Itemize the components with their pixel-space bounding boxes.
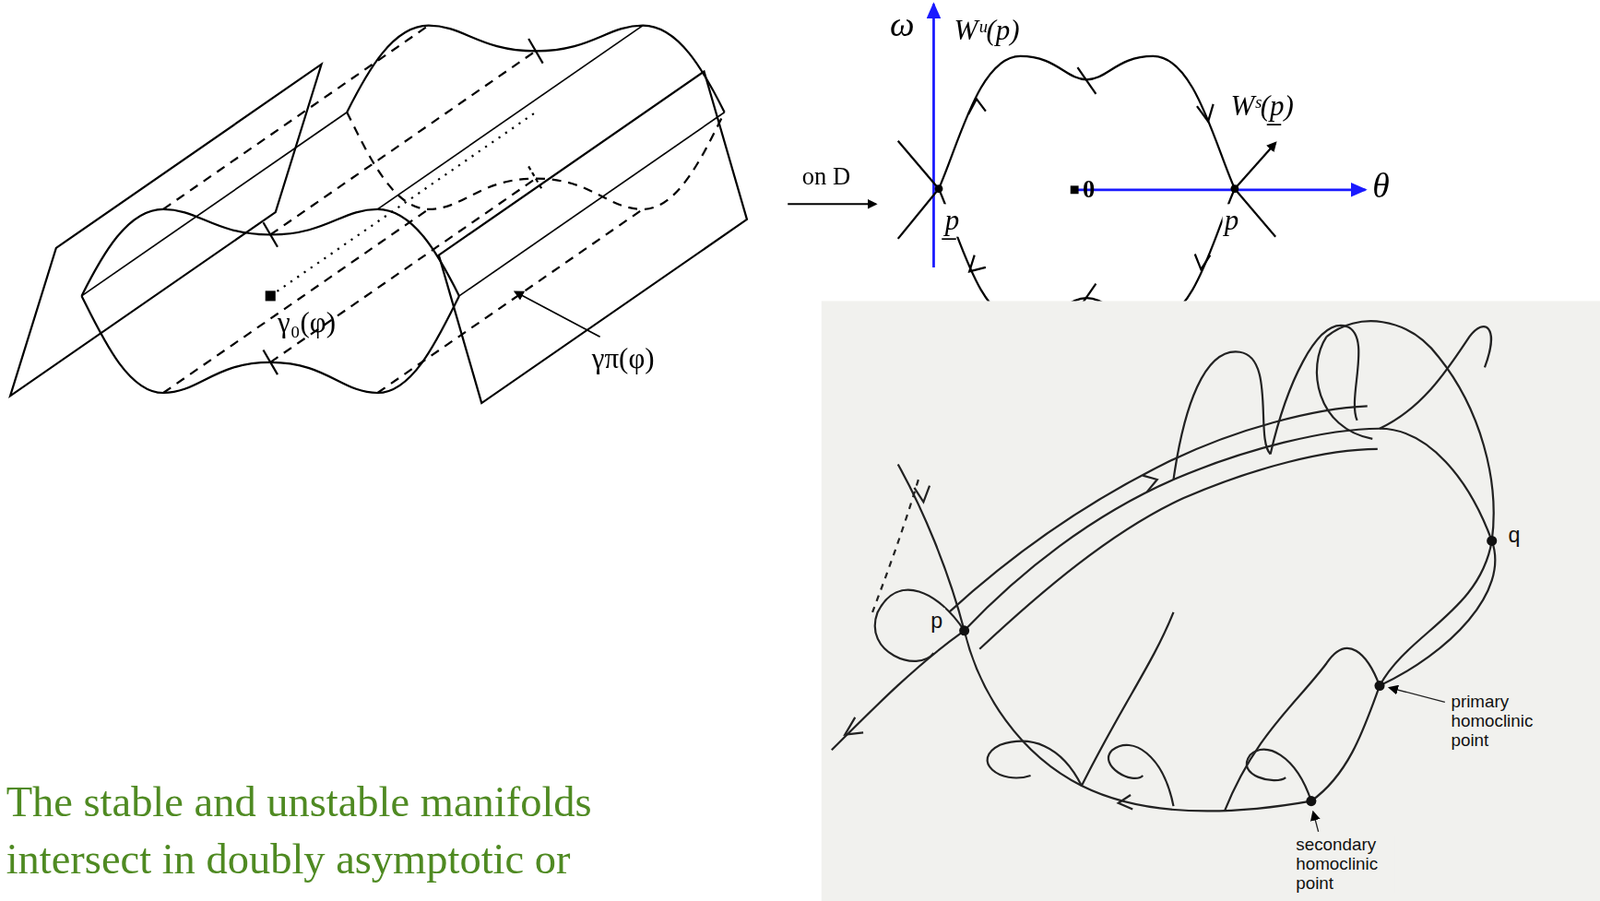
curve-label: γ₀(φ) [277, 306, 336, 340]
manifold-label: Wᵘ(p) [954, 13, 1020, 48]
callout-text: secondary homoclinic point [1293, 834, 1396, 893]
point-label: p [1222, 203, 1242, 238]
caption-text: The stable and unstable manifolds inters… [6, 773, 742, 889]
cylinder-figure [10, 25, 747, 403]
axis-label: ω [889, 3, 915, 44]
callout-text: primary homoclinic point [1448, 691, 1551, 750]
map-arrow [787, 202, 876, 205]
map-label: on D [802, 163, 851, 192]
axis-label: θ [1372, 165, 1389, 205]
point-label: q [1505, 522, 1522, 548]
point-label: p [928, 607, 945, 633]
curve-label: γπ(φ) [592, 343, 655, 377]
manifold-label: Wˢ(p̲) [1230, 89, 1293, 123]
phase-portrait [898, 3, 1366, 321]
homoclinic-tangle [821, 300, 1600, 901]
point-label: p̲ [942, 203, 961, 238]
origin-label: 0 [1082, 175, 1095, 204]
